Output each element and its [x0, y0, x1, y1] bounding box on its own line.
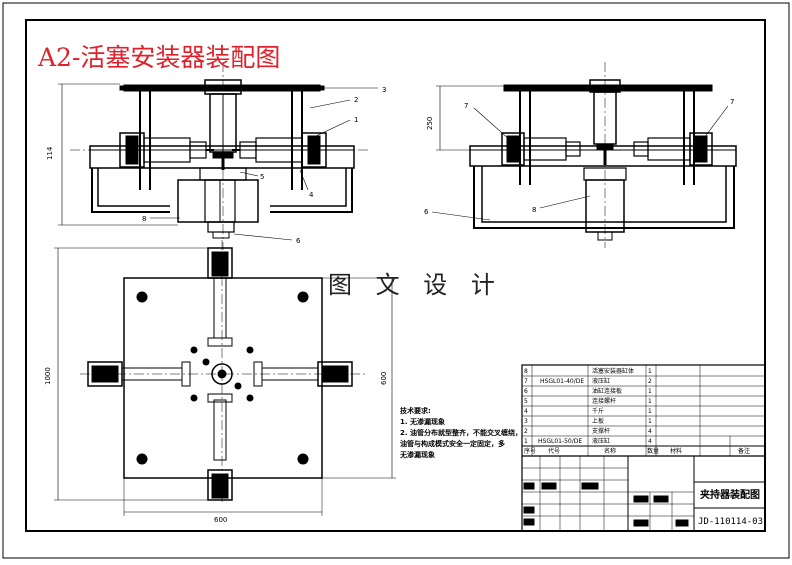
- balloon-1: 1: [354, 116, 358, 124]
- bom-header-qty: 数量: [647, 447, 659, 455]
- bom-header-no: 序号: [524, 447, 536, 455]
- dim-front-height: 114: [46, 146, 54, 160]
- bom-row-name: 油缸连接板: [592, 387, 622, 395]
- bom-row-qty: 1: [648, 418, 652, 425]
- drawing-name: 夹持器装配图: [700, 488, 760, 501]
- bom-row-qty: 1: [648, 368, 652, 375]
- technical-notes: 技术要求: 1. 无渗漏现象 2. 油管分布就型整齐，不能交叉缠绕， 油管与构成…: [400, 406, 522, 461]
- front-view: [58, 62, 378, 250]
- balloon-4: 4: [309, 191, 314, 199]
- bom-row-no: 5: [524, 398, 528, 405]
- bom-row-name: 连接螺杆: [592, 397, 616, 405]
- balloon-7-right: 7: [730, 98, 734, 106]
- bom-row-qty: 2: [648, 378, 652, 385]
- drawing-number: JD-110114-03: [698, 517, 763, 527]
- bom-row-name: 液压缸: [592, 437, 610, 445]
- balloon-8-side: 8: [532, 206, 536, 214]
- inner-border: [25, 19, 766, 532]
- notes-line: 无渗漏现象: [400, 451, 435, 459]
- plan-view: [54, 240, 396, 516]
- balloon-8: 8: [142, 215, 146, 223]
- bom-table: [521, 364, 766, 532]
- bom-row-code: HSGL01-50/DE: [538, 438, 582, 445]
- bom-row-name: 活塞安装器缸体: [592, 367, 634, 375]
- bom-row-no: 7: [524, 378, 528, 385]
- bom-header-code: 代号: [548, 447, 560, 455]
- balloon-6-side: 6: [424, 208, 429, 216]
- notes-line: 1. 无渗漏现象: [400, 418, 445, 426]
- bom-row-qty: 4: [648, 438, 652, 445]
- bom-row-qty: 1: [648, 398, 652, 405]
- bom-row-code: HSGL01-40/DE: [540, 378, 584, 385]
- balloon-3: 3: [382, 86, 386, 94]
- notes-heading: 技术要求:: [400, 407, 431, 415]
- bom-header-material: 材料: [670, 447, 682, 455]
- bom-row-qty: 1: [648, 388, 652, 395]
- bom-row-no: 6: [524, 388, 528, 395]
- bom-row-name: 千斤: [592, 407, 604, 415]
- bom-rows: 8 活塞安装器缸体 1 7 HSGL01-40/DE 液压缸 2 6 油缸连接板…: [524, 367, 750, 455]
- bom-row-no: 1: [524, 438, 528, 445]
- watermark-text: 图 文 设 计: [328, 271, 503, 299]
- bom-header-remark: 备注: [738, 447, 750, 455]
- balloon-7-left: 7: [464, 102, 468, 110]
- notes-line: 油管与构成模式安全一定固定，多: [400, 440, 505, 448]
- balloon-6: 6: [296, 237, 301, 245]
- balloon-5: 5: [260, 173, 264, 181]
- bom-row-no: 2: [524, 428, 528, 435]
- bom-row-name: 液压缸: [592, 377, 610, 385]
- bom-row-name: 支撑杆: [592, 427, 610, 435]
- notes-line: 2. 油管分布就型整齐，不能交叉缠绕，: [400, 429, 522, 437]
- bom-row-no: 4: [524, 408, 528, 415]
- bom-row-qty: 4: [648, 428, 652, 435]
- bom-row-no: 8: [524, 368, 528, 375]
- bom-row-qty: 1: [648, 408, 652, 415]
- dim-plan-width: 600: [214, 516, 227, 524]
- bom-row-no: 3: [524, 418, 528, 425]
- bom-row-name: 上板: [592, 417, 604, 425]
- dim-side-height: 250: [426, 117, 434, 130]
- bom-header-name: 名称: [604, 447, 616, 455]
- balloon-2: 2: [354, 96, 358, 104]
- dim-plan-height-left: 1000: [44, 367, 52, 385]
- page-title: A2-活塞安装器装配图: [38, 43, 281, 72]
- dim-plan-height-right: 600: [380, 372, 388, 385]
- side-view: [431, 62, 737, 248]
